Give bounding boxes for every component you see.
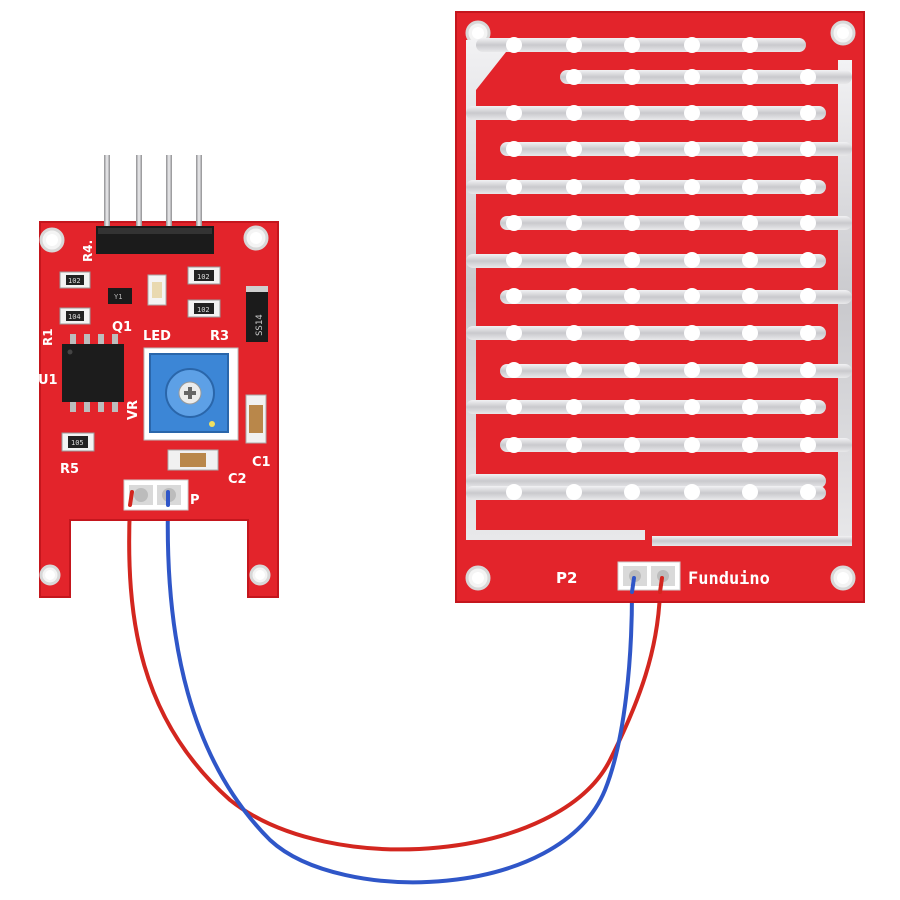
svg-text:105: 105 xyxy=(71,439,84,447)
label-r3: R3 xyxy=(210,329,229,344)
label-q1: Q1 xyxy=(112,320,132,335)
potentiometer xyxy=(143,347,239,441)
probe-board-silkscreen: P2 Funduino xyxy=(556,569,770,589)
probe-connector xyxy=(123,479,189,511)
label-r4: R4. xyxy=(81,240,95,262)
label-led: LED xyxy=(143,329,171,344)
svg-text:104: 104 xyxy=(68,313,81,321)
control-board: 102 104 102 102 Y1 SS14 xyxy=(38,155,279,598)
label-r1: R1 xyxy=(41,328,55,346)
probe-p2-connector xyxy=(617,561,681,591)
svg-text:102: 102 xyxy=(197,273,210,281)
label-r5: R5 xyxy=(60,462,79,477)
label-p2: P2 xyxy=(556,569,577,587)
wires xyxy=(127,503,662,885)
label-vr: VR xyxy=(126,400,141,420)
red-wire xyxy=(127,503,662,852)
label-u1: U1 xyxy=(38,373,58,388)
label-c1: C1 xyxy=(252,455,271,470)
mounting-holes xyxy=(39,225,271,586)
ic-u1 xyxy=(62,334,124,412)
wire-tips xyxy=(128,490,664,594)
transistor-q1 xyxy=(108,288,132,304)
svg-text:102: 102 xyxy=(197,306,210,314)
label-p: P xyxy=(190,493,200,508)
label-c2: C2 xyxy=(228,472,247,487)
probe-board: P2 Funduino xyxy=(455,11,865,603)
svg-text:Y1: Y1 xyxy=(114,293,122,301)
smd-components: 102 104 102 102 Y1 SS14 xyxy=(59,266,268,471)
svg-text:SS14: SS14 xyxy=(255,314,265,336)
header-pins xyxy=(96,155,214,254)
probe-board-pcb xyxy=(455,11,865,603)
blue-wire xyxy=(165,503,634,885)
control-board-silkscreen: R4. R1 Q1 LED R3 U1 VR R5 C1 C2 P xyxy=(38,240,271,508)
svg-text:102: 102 xyxy=(68,277,81,285)
probe-mounting-holes xyxy=(465,20,856,591)
sense-traces xyxy=(466,38,852,546)
diode xyxy=(246,286,268,342)
probe-hole-grid xyxy=(506,37,816,500)
brand-label: Funduino xyxy=(688,569,770,589)
